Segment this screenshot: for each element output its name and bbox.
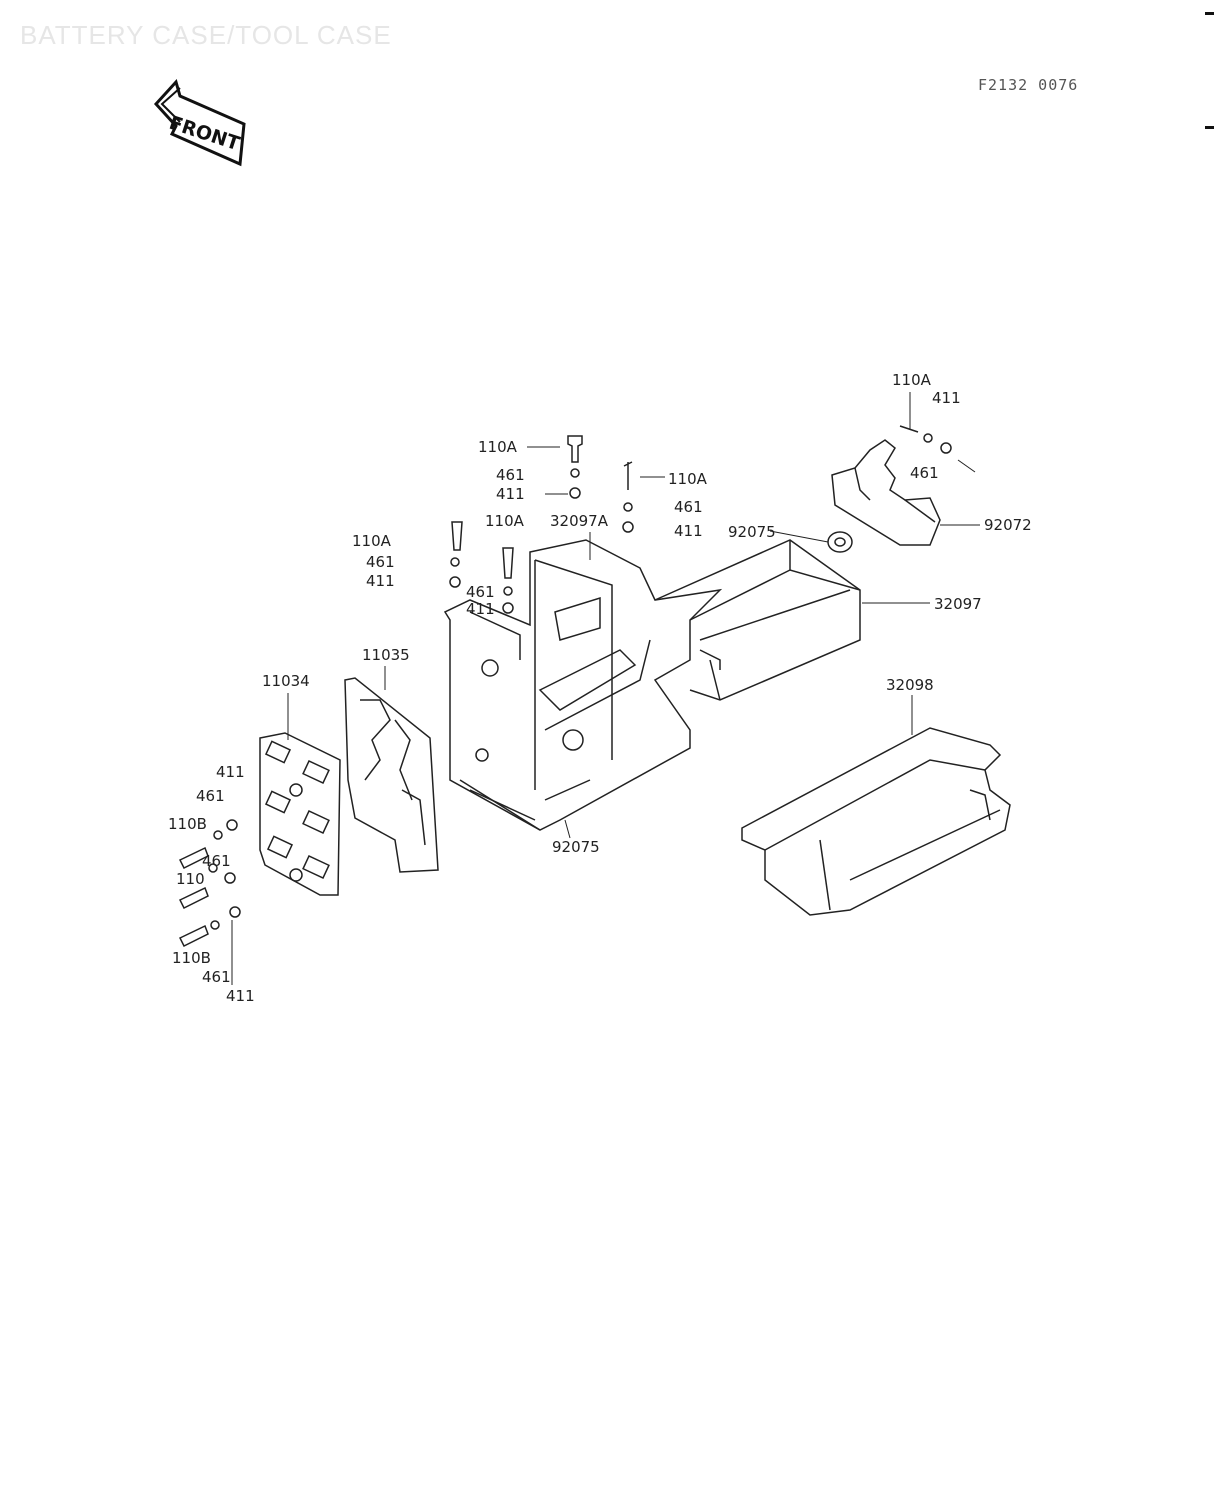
callout-label: 32098 bbox=[886, 676, 934, 694]
callout-label: 461 bbox=[196, 787, 225, 805]
callout-label: 92072 bbox=[984, 516, 1032, 534]
callout-label: 461 bbox=[496, 466, 525, 484]
grommet bbox=[827, 531, 853, 553]
plate-11034 bbox=[259, 732, 341, 896]
callout-label: 411 bbox=[466, 600, 495, 618]
callout-label: 461 bbox=[366, 553, 395, 571]
tool-case bbox=[741, 727, 1011, 916]
callout-labels: 110A 411 110A 461 411 110A 461 411 110A … bbox=[168, 371, 1032, 1005]
plate-11035 bbox=[344, 677, 439, 873]
callout-label: 110A bbox=[668, 470, 708, 488]
battery-case bbox=[443, 539, 723, 831]
callout-label: 110A bbox=[352, 532, 392, 550]
callout-label: 411 bbox=[496, 485, 525, 503]
callout-label: 461 bbox=[202, 968, 231, 986]
page-title: BATTERY CASE/TOOL CASE bbox=[20, 20, 392, 50]
callout-label: 411 bbox=[674, 522, 703, 540]
callout-label: 110A bbox=[478, 438, 518, 456]
bracket bbox=[831, 439, 941, 546]
callout-label: 411 bbox=[226, 987, 255, 1005]
diagram-code: F2132 0076 bbox=[978, 76, 1079, 94]
tool-tray bbox=[654, 539, 861, 701]
callout-label: 411 bbox=[932, 389, 961, 407]
callout-label: 461 bbox=[202, 852, 231, 870]
callout-label: 110A bbox=[485, 512, 525, 530]
callout-label: 411 bbox=[216, 763, 245, 781]
callout-label: 461 bbox=[674, 498, 703, 516]
callout-label: 11035 bbox=[362, 646, 410, 664]
callout-label: 110 bbox=[176, 870, 205, 888]
callout-label: 110B bbox=[168, 815, 207, 833]
callout-label: 110B bbox=[172, 949, 211, 967]
callout-label: 411 bbox=[366, 572, 395, 590]
callout-label: 92075 bbox=[552, 838, 600, 856]
front-arrow-icon: FRONT bbox=[153, 78, 246, 167]
edge-mark-bottom bbox=[1205, 126, 1214, 129]
callout-label: 11034 bbox=[262, 672, 310, 690]
callout-label: 461 bbox=[910, 464, 939, 482]
fasteners bbox=[178, 425, 952, 948]
callout-label: 32097A bbox=[550, 512, 609, 530]
callout-label: 32097 bbox=[934, 595, 982, 613]
callout-label: 92075 bbox=[728, 523, 776, 541]
leader-lines bbox=[231, 392, 980, 985]
callout-label: 110A bbox=[892, 371, 932, 389]
edge-mark-top bbox=[1205, 12, 1214, 15]
callout-label: 461 bbox=[466, 583, 495, 601]
